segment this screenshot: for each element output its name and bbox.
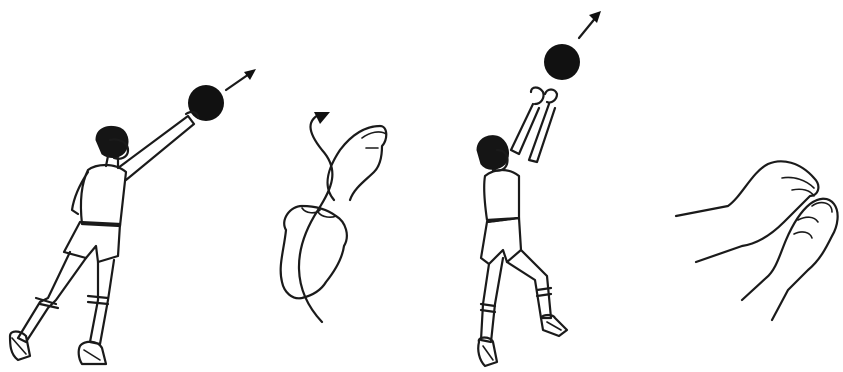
volleyball-icon	[188, 85, 224, 121]
panel-fist-detail	[262, 0, 392, 372]
panel-one-hand-hit	[0, 0, 270, 372]
back-hand	[676, 161, 818, 262]
fist-detail-drawing	[262, 0, 392, 372]
direction-arrow-icon	[579, 11, 601, 38]
panel-hands-detail	[672, 0, 843, 372]
player-one-hand-hit-drawing	[0, 0, 270, 372]
panel-jump-set	[455, 0, 615, 372]
direction-arrow-icon	[314, 112, 330, 124]
trajectory-curve	[299, 114, 332, 322]
upper-fist	[327, 126, 386, 200]
volleyball-icon	[544, 44, 580, 80]
direction-arrow-icon	[226, 69, 256, 90]
lower-fist	[281, 206, 347, 298]
player-jump-set-drawing	[455, 0, 615, 372]
two-hands-detail-drawing	[672, 0, 843, 372]
